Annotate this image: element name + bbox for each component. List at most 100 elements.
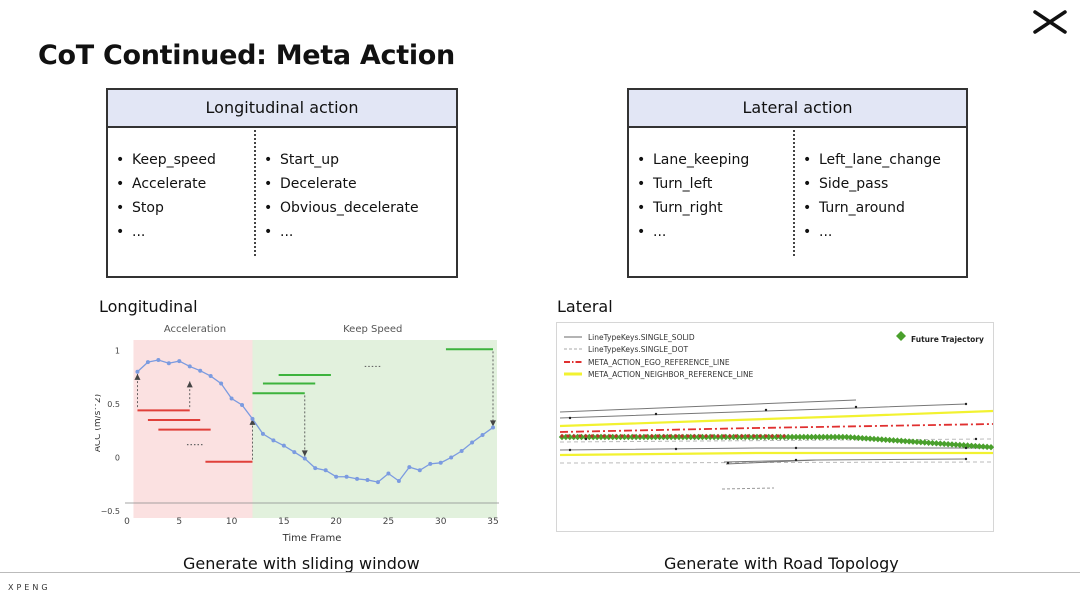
column-divider (254, 130, 256, 256)
ego-line-point (740, 434, 744, 438)
ego-line-point (776, 434, 780, 438)
legend-neighbor-reference: META_ACTION_NEIGHBOR_REFERENCE_LINE (588, 370, 754, 379)
legend-ego-reference: META_ACTION_EGO_REFERENCE_LINE (588, 358, 730, 367)
trajectory-point (968, 442, 975, 449)
lane-line-solid (559, 399, 857, 413)
y-axis-label: ACC (m/s^2) (95, 394, 103, 452)
x-tick-label: 0 (124, 517, 130, 527)
column-divider (793, 130, 795, 256)
longitudinal-action-box: Longitudinal action Keep_speed Accelerat… (106, 88, 458, 278)
ego-line-point (722, 434, 726, 438)
ego-line-point (710, 434, 714, 438)
trajectory-point (925, 439, 932, 446)
trajectory-point (597, 433, 605, 441)
trajectory-point (609, 433, 616, 441)
trajectory-point (835, 433, 843, 441)
ego-line-point (752, 434, 756, 438)
ego-line-point (728, 434, 732, 438)
trajectory-point (972, 442, 979, 450)
ego-line-point (650, 434, 654, 438)
list-item: Keep_speed (112, 148, 216, 172)
y-tick-label: −0.5 (101, 507, 120, 516)
arrowhead-icon (134, 373, 141, 380)
data-point (156, 357, 161, 362)
ego-line-point (746, 434, 750, 438)
data-point (240, 402, 245, 407)
data-point (219, 381, 224, 386)
data-point (281, 443, 286, 448)
trajectory-point (827, 433, 835, 441)
ego-line-point (572, 434, 576, 438)
ego-line-point (674, 434, 678, 438)
data-point (396, 479, 401, 484)
data-point (177, 359, 182, 364)
lane-point (964, 457, 968, 461)
trajectory-point (851, 434, 858, 441)
ego-line-point (614, 434, 618, 438)
lateral-section-label: Lateral (557, 297, 613, 316)
trajectory-point (905, 438, 913, 445)
arrowhead-icon (490, 420, 496, 427)
ego-line-point (590, 434, 594, 438)
lane-point (764, 408, 768, 412)
trajectory-point (773, 433, 780, 441)
ego-line-point (608, 434, 612, 438)
list-item: ... (112, 220, 216, 244)
data-point (271, 438, 276, 443)
data-point (491, 425, 495, 430)
ego-line-point (626, 434, 630, 438)
lateral-right-list: Left_lane_change Side_pass Turn_around .… (799, 148, 941, 244)
legend-single-dot: LineTypeKeys.SINGLE_DOT (588, 345, 688, 354)
list-item: Turn_around (799, 196, 941, 220)
ego-line-point (686, 434, 690, 438)
data-point (292, 450, 297, 455)
data-point (208, 374, 213, 379)
x-tick-label: 30 (435, 517, 447, 527)
data-point (323, 468, 328, 473)
data-point (438, 460, 443, 465)
ego-line-point (632, 434, 636, 438)
trajectory-point (753, 433, 761, 441)
trajectory-point (983, 443, 991, 451)
data-point (187, 364, 192, 369)
trajectory-point (824, 433, 831, 441)
y-tick-label: 0.5 (107, 400, 120, 409)
data-point (334, 474, 339, 479)
list-item: ... (799, 220, 941, 244)
y-tick-label: 1 (115, 346, 120, 355)
data-point (417, 468, 422, 473)
legend-single-solid: LineTypeKeys.SINGLE_SOLID (588, 333, 695, 342)
lane-point (964, 446, 968, 450)
trajectory-point (617, 433, 624, 441)
lateral-chart: LineTypeKeys.SINGLE_SOLID LineTypeKeys.S… (556, 322, 994, 532)
lane-point (568, 416, 572, 420)
lane-line-solid (559, 447, 993, 451)
xpeng-logo-icon (1033, 10, 1067, 34)
trajectory-point (929, 439, 936, 447)
ego-line-point (668, 434, 672, 438)
longitudinal-chart: Acceleration Keep Speed ACC (m/s^2) Time… (95, 324, 499, 544)
data-point (428, 461, 433, 466)
lane-line-dot (721, 487, 775, 490)
ego-line-point (656, 434, 660, 438)
ego-line-point (662, 434, 666, 438)
trajectory-point (870, 435, 878, 443)
ego-reference-line (559, 423, 994, 433)
lane-point (974, 437, 978, 441)
longitudinal-left-list: Keep_speed Accelerate Stop ... (112, 148, 216, 244)
ego-line-point (578, 434, 582, 438)
footer-divider (0, 572, 1080, 573)
data-point (250, 416, 255, 421)
ego-line-point (758, 434, 762, 438)
list-item: Decelerate (260, 172, 419, 196)
lane-point (854, 405, 858, 409)
data-point (480, 432, 485, 437)
data-point (166, 361, 171, 366)
legend-future-trajectory: Future Trajectory (911, 335, 984, 344)
lane-point (654, 412, 658, 416)
data-point (302, 456, 307, 461)
x-tick-label: 25 (383, 517, 394, 527)
data-point (313, 466, 318, 471)
lane-line-solid (723, 459, 817, 463)
data-point (344, 474, 349, 479)
